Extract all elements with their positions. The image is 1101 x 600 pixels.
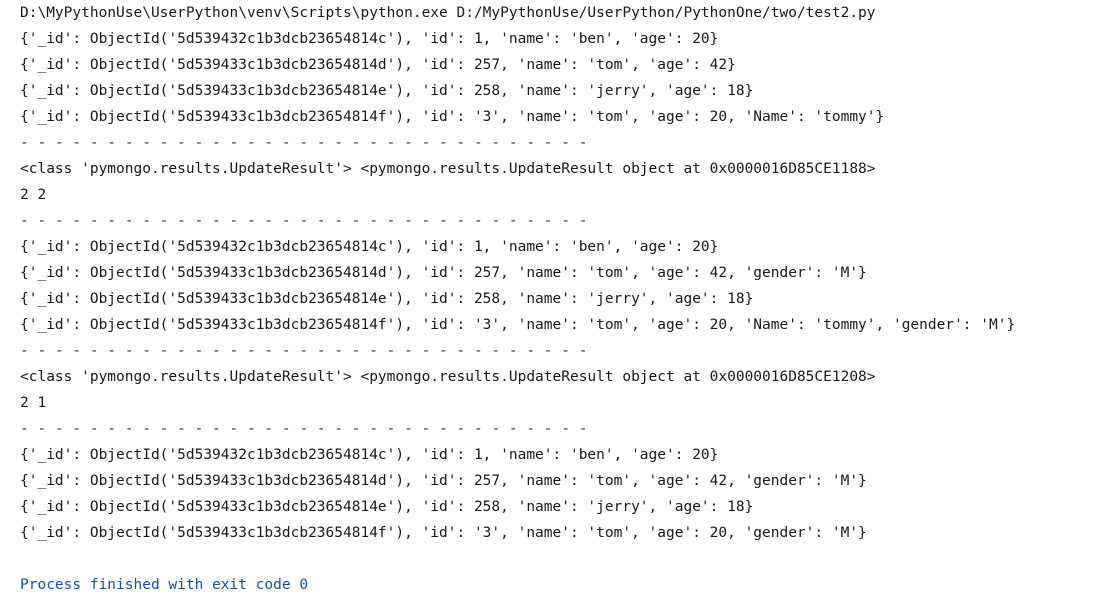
console-line-output: {'_id': ObjectId('5d539433c1b3dcb2365481… (20, 473, 867, 489)
console-separator: - - - - - - - - - - - - - - - - - - - - … (20, 135, 588, 151)
console-line-output: {'_id': ObjectId('5d539433c1b3dcb2365481… (20, 265, 867, 281)
console-line-output: {'_id': ObjectId('5d539432c1b3dcb2365481… (20, 447, 719, 463)
console-separator: - - - - - - - - - - - - - - - - - - - - … (20, 213, 588, 229)
console-line-output: {'_id': ObjectId('5d539433c1b3dcb2365481… (20, 317, 1016, 333)
console-line-output: {'_id': ObjectId('5d539433c1b3dcb2365481… (20, 83, 754, 99)
console-line-output: {'_id': ObjectId('5d539433c1b3dcb2365481… (20, 57, 736, 73)
console-line-output: <class 'pymongo.results.UpdateResult'> <… (20, 161, 876, 177)
console-line-output: <class 'pymongo.results.UpdateResult'> <… (20, 369, 876, 385)
console-exit-status: Process finished with exit code 0 (20, 577, 309, 593)
console-line-output: 2 1 (20, 395, 47, 411)
console-line-output: {'_id': ObjectId('5d539433c1b3dcb2365481… (20, 499, 754, 515)
console-line-output: {'_id': ObjectId('5d539432c1b3dcb2365481… (20, 31, 719, 47)
console-line-blank (20, 548, 1101, 574)
console-separator: - - - - - - - - - - - - - - - - - - - - … (20, 343, 588, 359)
console-line-output: 2 2 (20, 187, 47, 203)
console-line-output: {'_id': ObjectId('5d539433c1b3dcb2365481… (20, 525, 867, 541)
console-line-command: D:\MyPythonUse\UserPython\venv\Scripts\p… (20, 5, 876, 21)
console-line-output: {'_id': ObjectId('5d539433c1b3dcb2365481… (20, 291, 754, 307)
console-line-output: {'_id': ObjectId('5d539433c1b3dcb2365481… (20, 109, 885, 125)
console-line-output: {'_id': ObjectId('5d539432c1b3dcb2365481… (20, 239, 719, 255)
console-separator: - - - - - - - - - - - - - - - - - - - - … (20, 421, 588, 437)
